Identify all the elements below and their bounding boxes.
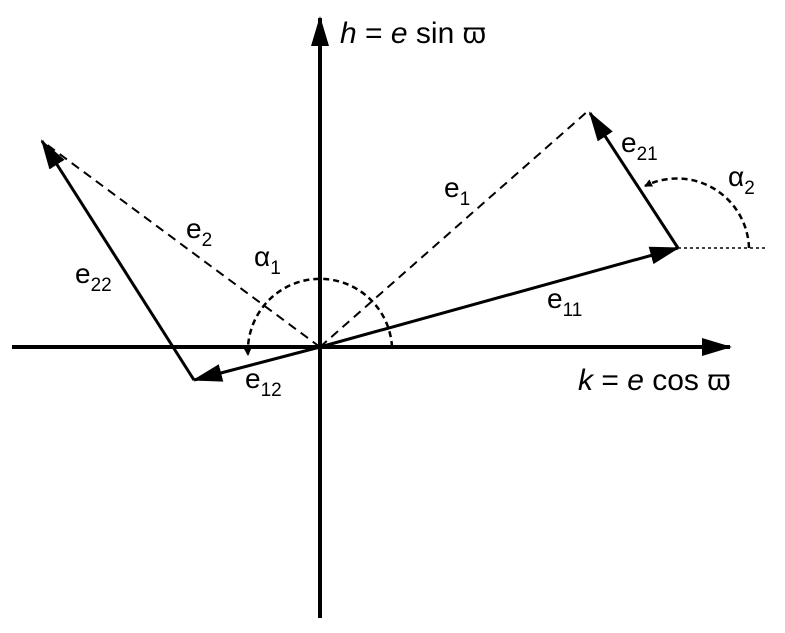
alpha1-arc xyxy=(243,277,394,356)
e2-label: e2 xyxy=(186,213,212,251)
k-axis-label: k = e cos ϖ xyxy=(578,364,731,397)
e11-vector xyxy=(319,246,680,349)
e2-vector xyxy=(41,140,321,348)
e22-label: e22 xyxy=(75,258,112,296)
e12-label: e12 xyxy=(245,363,282,401)
alpha2-label: α2 xyxy=(728,161,755,199)
e12-vector xyxy=(192,345,321,382)
e1-label: e1 xyxy=(444,172,470,210)
alpha2-arc xyxy=(644,177,751,249)
alpha1-label: α1 xyxy=(254,241,281,279)
h-axis-label: h = e sin ϖ xyxy=(340,17,486,50)
e21-vector xyxy=(588,111,680,249)
e21-label: e21 xyxy=(621,127,658,165)
e11-label: e11 xyxy=(547,283,582,321)
e22-vector xyxy=(40,139,196,381)
